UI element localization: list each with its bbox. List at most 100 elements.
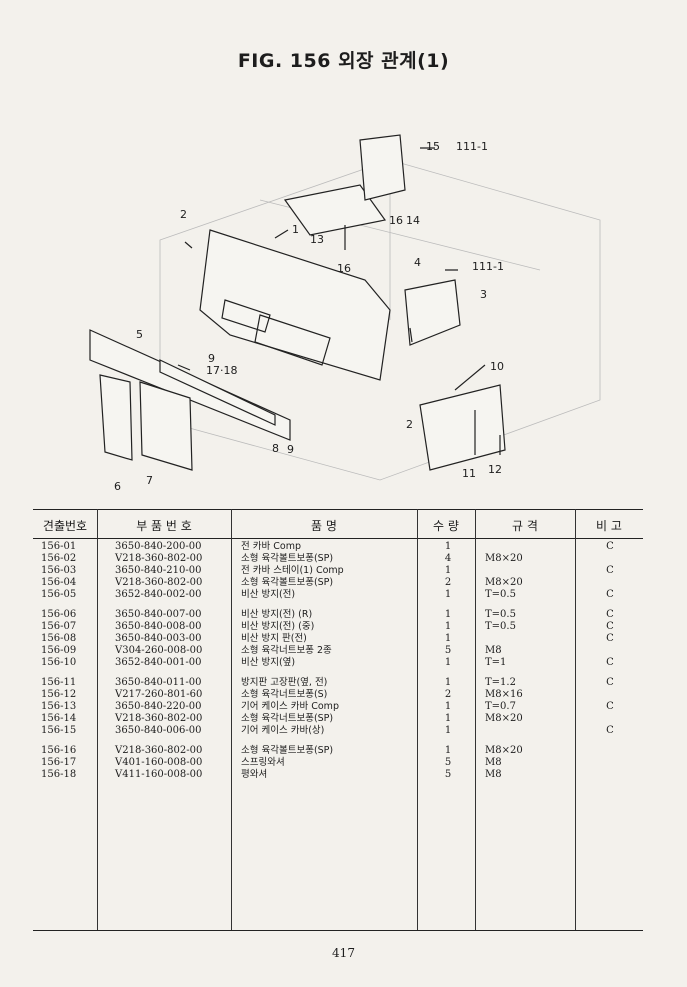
callout-1: 1 bbox=[292, 223, 299, 236]
figure-title: FIG. 156 외장 관계(1) bbox=[237, 50, 450, 72]
cell-part-no: V401-160-008-00 bbox=[115, 757, 203, 768]
cell-part-no: 3652-840-002-00 bbox=[115, 589, 202, 600]
cell-part-name: 스프링와셔 bbox=[241, 757, 285, 768]
cell-part-no: V218-360-802-00 bbox=[115, 577, 203, 588]
cell-part-name: 소형 육각너트보퐁 2종 bbox=[241, 645, 332, 656]
cell-index-no: 156-03 bbox=[41, 565, 77, 576]
cell-quantity: 1 bbox=[444, 713, 452, 724]
cell-part-name: 소형 육각너트보퐁(S) bbox=[241, 689, 328, 700]
cell-index-no: 156-08 bbox=[41, 633, 77, 644]
splash-guard-mid-shape bbox=[139, 381, 193, 471]
cell-spec: M8×20 bbox=[485, 745, 523, 756]
cell-part-name: 소형 육각너트보퐁(SP) bbox=[241, 713, 334, 724]
header-quantity: 수 량 bbox=[433, 519, 459, 533]
cell-quantity: 4 bbox=[444, 553, 452, 564]
cell-index-no: 156-07 bbox=[41, 621, 77, 632]
cell-quantity: 1 bbox=[444, 609, 452, 620]
callout-6: 6 bbox=[114, 480, 121, 493]
table-bottom-rule bbox=[33, 930, 643, 931]
callout-17-18: 17·18 bbox=[206, 364, 238, 377]
callout-9-bottom: 9 bbox=[287, 443, 294, 456]
cell-part-name: 기어 케이스 카바 Comp bbox=[241, 701, 339, 712]
cell-remark: C bbox=[606, 677, 614, 688]
cell-remark: C bbox=[606, 657, 614, 668]
callout-16-top: 16 bbox=[389, 214, 403, 227]
cell-index-no: 156-06 bbox=[41, 609, 77, 620]
callout-111-1-top: 111-1 bbox=[456, 140, 488, 153]
cell-quantity: 2 bbox=[444, 577, 452, 588]
cell-spec: T=0.5 bbox=[485, 621, 516, 632]
cell-spec: M8×16 bbox=[485, 689, 523, 700]
callout-7: 7 bbox=[146, 474, 153, 487]
cell-part-name: 전 카바 스테이(1) Comp bbox=[241, 565, 344, 576]
header-index-no: 견출번호 bbox=[42, 519, 88, 533]
cell-remark: C bbox=[606, 589, 614, 600]
cell-spec: M8 bbox=[485, 769, 502, 780]
cell-part-no: 3650-840-220-00 bbox=[115, 701, 202, 712]
header-part-name: 품 명 bbox=[311, 519, 337, 533]
cell-part-no: 3650-840-003-00 bbox=[115, 633, 202, 644]
cell-part-no: V218-360-802-00 bbox=[115, 553, 203, 564]
cell-remark: C bbox=[606, 565, 614, 576]
cell-part-no: V411-160-008-00 bbox=[115, 769, 203, 780]
cell-spec: M8×20 bbox=[485, 577, 523, 588]
cell-spec: M8 bbox=[485, 645, 502, 656]
cell-part-name: 소형 육각볼트보퐁(SP) bbox=[241, 577, 334, 588]
cell-quantity: 5 bbox=[444, 757, 452, 768]
cell-remark: C bbox=[606, 725, 614, 736]
cell-index-no: 156-13 bbox=[41, 701, 77, 712]
column-divider bbox=[97, 509, 98, 931]
cell-part-no: V304-260-008-00 bbox=[115, 645, 203, 656]
cell-part-name: 비산 방지 판(전) bbox=[241, 633, 307, 644]
cell-quantity: 1 bbox=[444, 745, 452, 756]
cell-index-no: 156-12 bbox=[41, 689, 77, 700]
cell-part-name: 비산 방지(전) (R) bbox=[241, 609, 313, 620]
cell-part-no: V218-360-802-00 bbox=[115, 713, 203, 724]
cell-index-no: 156-16 bbox=[41, 745, 77, 756]
callout-16-bottom: 16 bbox=[337, 262, 351, 275]
cell-quantity: 1 bbox=[444, 701, 452, 712]
callout-12: 12 bbox=[488, 463, 502, 476]
cell-spec: T=1 bbox=[485, 657, 507, 668]
cell-part-name: 비산 방지(옆) bbox=[241, 657, 296, 668]
cell-quantity: 5 bbox=[444, 645, 452, 656]
cell-spec: M8×20 bbox=[485, 713, 523, 724]
cell-part-no: 3650-840-011-00 bbox=[115, 677, 202, 688]
callout-2-bottom: 2 bbox=[406, 418, 413, 431]
cell-index-no: 156-02 bbox=[41, 553, 77, 564]
cell-spec: M8×20 bbox=[485, 553, 523, 564]
stay-bracket-shape bbox=[404, 279, 461, 346]
header-remark: 비 고 bbox=[596, 519, 622, 533]
cell-index-no: 156-18 bbox=[41, 769, 77, 780]
callout-15: 15 bbox=[426, 140, 440, 153]
callout-9-top: 9 bbox=[208, 352, 215, 365]
cell-index-no: 156-10 bbox=[41, 657, 77, 668]
cell-quantity: 1 bbox=[444, 677, 452, 688]
cell-part-no: 3650-840-008-00 bbox=[115, 621, 202, 632]
column-divider bbox=[575, 509, 576, 931]
cell-part-name: 소형 육각볼트보퐁(SP) bbox=[241, 745, 334, 756]
cell-index-no: 156-04 bbox=[41, 577, 77, 588]
callout-4: 4 bbox=[414, 256, 421, 269]
cell-remark: C bbox=[606, 541, 614, 552]
cell-spec: T=0.5 bbox=[485, 589, 516, 600]
cell-index-no: 156-05 bbox=[41, 589, 77, 600]
cell-part-no: V218-360-802-00 bbox=[115, 745, 203, 756]
cell-index-no: 156-17 bbox=[41, 757, 77, 768]
front-cover-shape bbox=[199, 229, 391, 381]
side-plate-shape bbox=[419, 384, 506, 471]
cell-part-name: 방지판 고장판(옆, 전) bbox=[241, 677, 328, 688]
cell-quantity: 1 bbox=[444, 657, 452, 668]
